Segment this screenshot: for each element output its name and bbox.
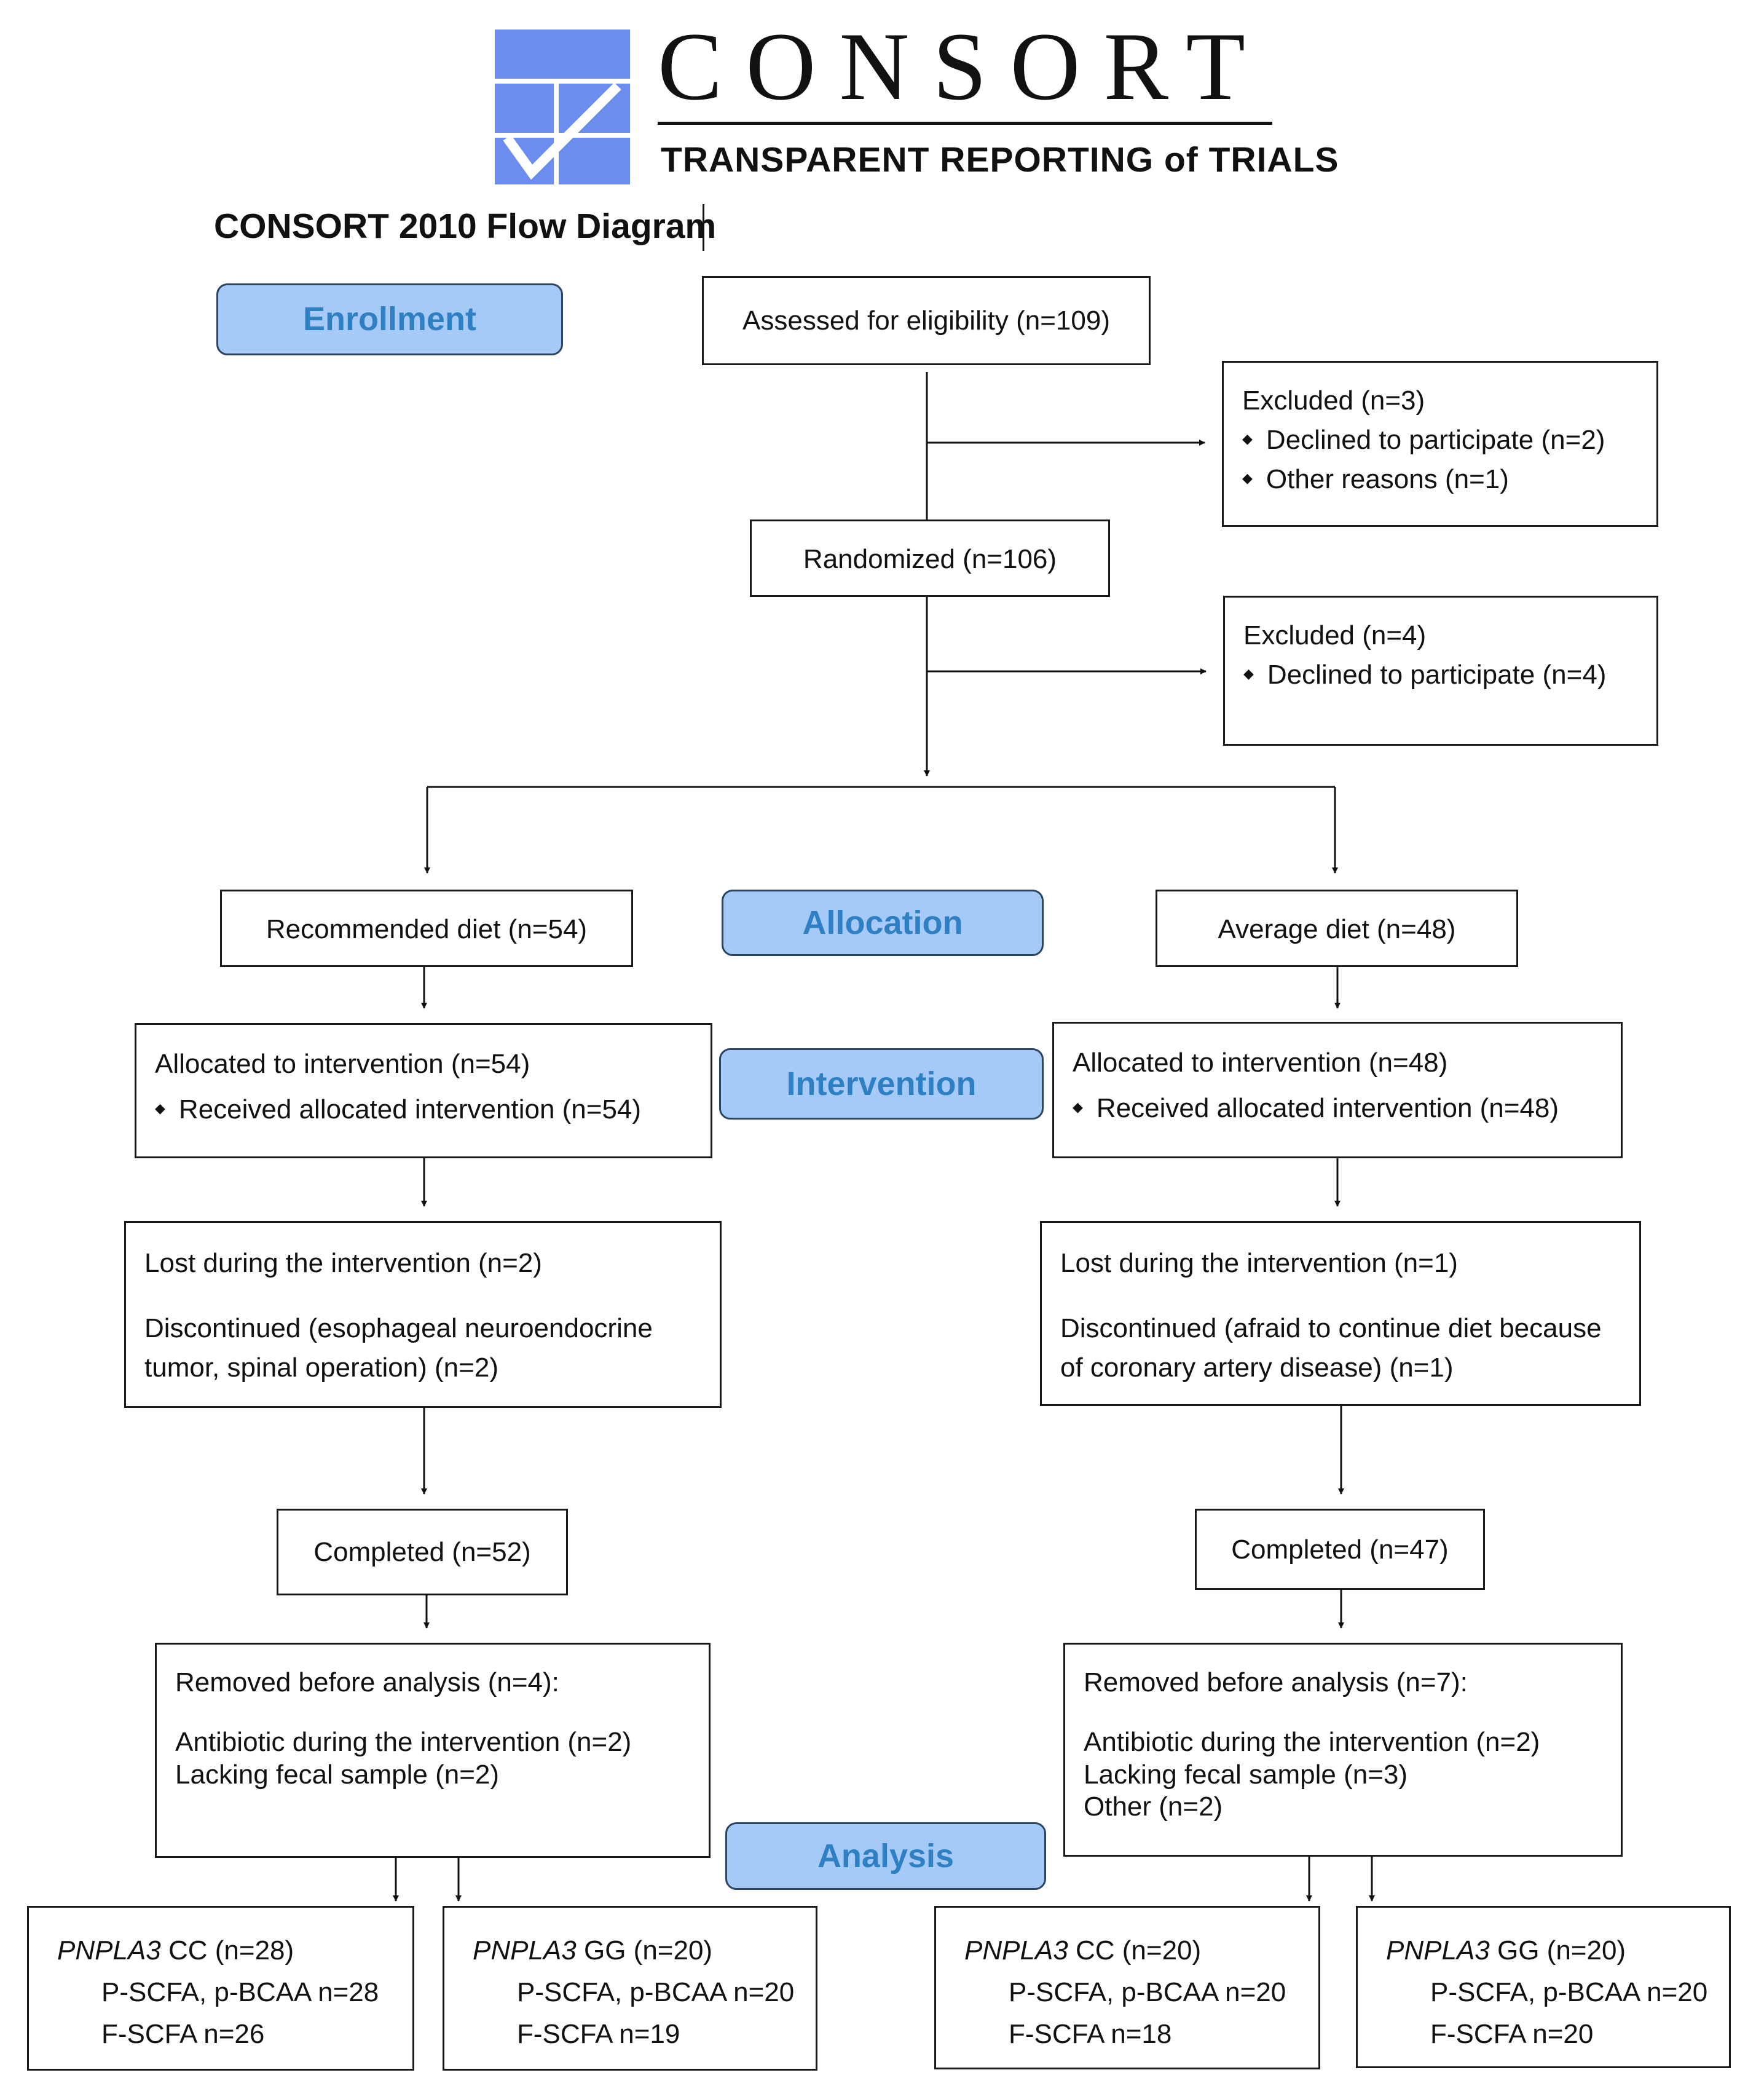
right-removed-item: Other (n=2) (1084, 1792, 1223, 1822)
right-gg-line1: P-SCFA, p-BCAA n=20 (1430, 1977, 1708, 2008)
left-removed-item: Antibiotic during the intervention (n=2) (175, 1726, 632, 1757)
left-gg-box: PNPLA3 GG (n=20) P-SCFA, p-BCAA n=20 F-S… (443, 1906, 817, 2071)
right-cc-line1: P-SCFA, p-BCAA n=20 (1009, 1977, 1286, 2008)
excluded-box-2: Excluded (n=4) Declined to participate (… (1223, 596, 1658, 746)
stage-enrollment: Enrollment (216, 283, 563, 355)
right-removed-item: Antibiotic during the intervention (n=2) (1084, 1726, 1540, 1757)
right-gg-line2: F-SCFA n=20 (1430, 2019, 1594, 2050)
title-cursor (703, 204, 704, 251)
excluded-2-item: Declined to participate (n=4) (1243, 655, 1638, 695)
right-allocated-text: Allocated to intervention (n=48) (1073, 1048, 1448, 1078)
right-discontinued-text: Discontinued (afraid to continue diet be… (1060, 1313, 1602, 1383)
excluded-1-item: Other reasons (n=1) (1242, 460, 1638, 499)
right-gg-gene: PNPLA3 (1386, 1935, 1490, 1966)
right-group-text: Average diet (n=48) (1218, 914, 1456, 944)
stage-allocation: Allocation (722, 890, 1044, 956)
right-allocated-box: Allocated to intervention (n=48) Receive… (1052, 1022, 1623, 1158)
logo-tagline: TRANSPARENT REPORTING of TRIALS (661, 140, 1339, 180)
left-removed-box: Removed before analysis (n=4): Antibioti… (155, 1643, 711, 1858)
left-completed-text: Completed (n=52) (313, 1537, 531, 1567)
diagram-title: CONSORT 2010 Flow Diagram (214, 207, 717, 246)
right-removed-box: Removed before analysis (n=7): Antibioti… (1063, 1643, 1623, 1857)
left-lost-text: Lost during the intervention (n=2) (144, 1248, 542, 1278)
right-completed-text: Completed (n=47) (1231, 1535, 1449, 1565)
left-group-text: Recommended diet (n=54) (266, 914, 588, 944)
left-lost-box: Lost during the intervention (n=2) Disco… (124, 1221, 722, 1408)
assessed-box: Assessed for eligibility (n=109) (702, 276, 1151, 365)
right-lost-text: Lost during the intervention (n=1) (1060, 1248, 1458, 1278)
stage-analysis-label: Analysis (817, 1838, 955, 1875)
left-cc-box: PNPLA3 CC (n=28) P-SCFA, p-BCAA n=28 F-S… (27, 1906, 414, 2071)
right-received-text: Received allocated intervention (n=48) (1073, 1089, 1602, 1128)
left-cc-line1: P-SCFA, p-BCAA n=28 (101, 1977, 379, 2008)
stage-analysis: Analysis (725, 1822, 1046, 1890)
left-cc-gene: PNPLA3 (57, 1935, 161, 1966)
right-cc-box: PNPLA3 CC (n=20) P-SCFA, p-BCAA n=20 F-S… (934, 1906, 1320, 2069)
left-removed-title: Removed before analysis (n=4): (175, 1667, 559, 1697)
randomized-text: Randomized (n=106) (803, 544, 1057, 574)
right-gg-box: PNPLA3 GG (n=20) P-SCFA, p-BCAA n=20 F-S… (1356, 1906, 1731, 2068)
logo-word: CONSORT (658, 13, 1269, 120)
consort-logo-mark (495, 30, 630, 184)
right-cc-line2: F-SCFA n=18 (1009, 2019, 1172, 2050)
left-received-text: Received allocated intervention (n=54) (155, 1090, 692, 1129)
excluded-2-title: Excluded (n=4) (1243, 620, 1427, 650)
stage-intervention: Intervention (719, 1048, 1044, 1120)
stage-enrollment-label: Enrollment (302, 301, 477, 338)
excluded-box-1: Excluded (n=3) Declined to participate (… (1222, 361, 1658, 527)
left-gg-line2: F-SCFA n=19 (517, 2019, 680, 2050)
left-gg-gene: PNPLA3 (473, 1935, 577, 1966)
left-gg-line1: P-SCFA, p-BCAA n=20 (517, 1977, 795, 2008)
stage-allocation-label: Allocation (802, 904, 963, 941)
left-gg-label: GG (n=20) (576, 1935, 713, 1966)
right-lost-box: Lost during the intervention (n=1) Disco… (1040, 1221, 1641, 1406)
right-group-box: Average diet (n=48) (1156, 890, 1518, 967)
assessed-text: Assessed for eligibility (n=109) (742, 306, 1110, 336)
left-cc-label: CC (n=28) (160, 1935, 294, 1966)
right-removed-title: Removed before analysis (n=7): (1084, 1667, 1468, 1697)
stage-intervention-label: Intervention (786, 1065, 977, 1102)
left-allocated-box: Allocated to intervention (n=54) Receive… (135, 1023, 712, 1158)
excluded-1-item: Declined to participate (n=2) (1242, 421, 1638, 460)
randomized-box: Randomized (n=106) (750, 520, 1110, 597)
excluded-1-title: Excluded (n=3) (1242, 385, 1425, 416)
logo-rule (658, 122, 1272, 125)
left-allocated-text: Allocated to intervention (n=54) (155, 1049, 530, 1079)
right-gg-label: GG (n=20) (1489, 1935, 1626, 1966)
right-removed-item: Lacking fecal sample (n=3) (1084, 1759, 1408, 1790)
left-removed-item: Lacking fecal sample (n=2) (175, 1759, 500, 1790)
left-group-box: Recommended diet (n=54) (220, 890, 633, 967)
right-completed-box: Completed (n=47) (1195, 1509, 1485, 1590)
left-cc-line2: F-SCFA n=26 (101, 2019, 265, 2050)
left-completed-box: Completed (n=52) (277, 1509, 568, 1595)
right-cc-label: CC (n=20) (1068, 1935, 1202, 1966)
right-cc-gene: PNPLA3 (964, 1935, 1068, 1966)
left-discontinued-text: Discontinued (esophageal neuroendocrine … (144, 1313, 653, 1383)
